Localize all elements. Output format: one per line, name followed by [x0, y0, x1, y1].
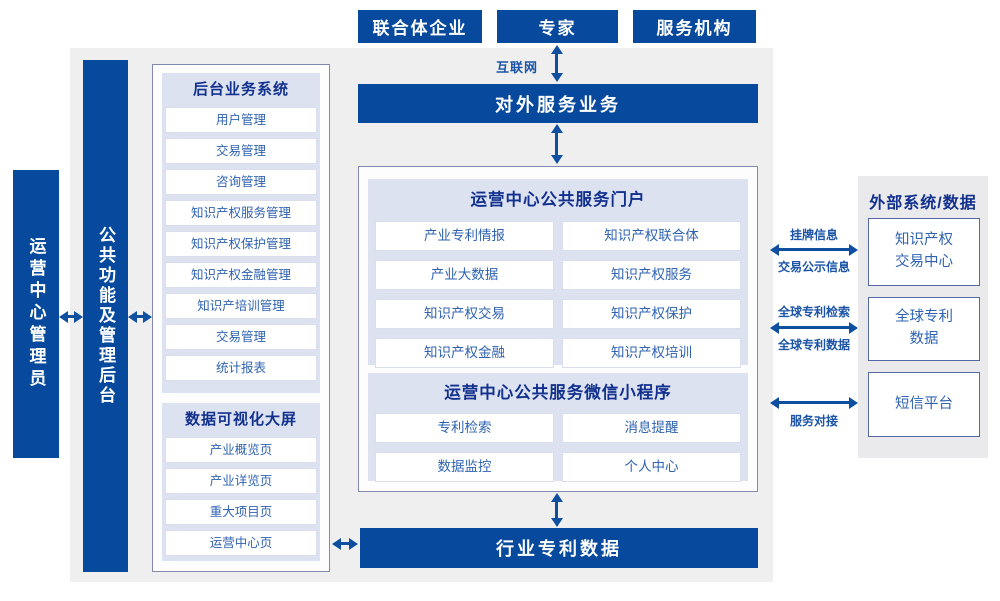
link-label-service-docking: 服务对接: [789, 414, 838, 428]
external-systems-title: 外部系统/数据: [869, 195, 977, 212]
miniprogram-item: 数据监控: [375, 452, 554, 482]
backend-item: 咨询管理: [165, 169, 317, 195]
portal-item: 知识产权保护: [562, 299, 741, 329]
backend-item: 交易管理: [165, 324, 317, 350]
portal-item: 产业专利情报: [375, 221, 554, 251]
link-label-global-patent-data: 全球专利数据: [777, 338, 850, 352]
dashboard-list: 产业概览页 产业详览页 重大项目页 运营中心页: [165, 437, 317, 556]
double-arrow-service-portal-icon: [555, 133, 558, 155]
actor-experts: 专家: [497, 10, 618, 43]
double-arrow-admin-backend-icon: [68, 315, 74, 318]
backend-item: 交易管理: [165, 138, 317, 164]
double-arrow-leftbox-patent-icon: [341, 542, 349, 545]
external-system-label: 全球专利 数据: [895, 309, 953, 347]
portal-items-grid: 产业专利情报 知识产权联合体 产业大数据 知识产权服务 知识产权交易 知识产权保…: [375, 221, 741, 368]
external-system-sms-platform: 短信平台: [868, 372, 980, 437]
external-system-label: 知识产权 交易中心: [895, 232, 953, 270]
dashboard-panel: 数据可视化大屏 产业概览页 产业详览页 重大项目页 运营中心页: [162, 403, 320, 561]
dashboard-title: 数据可视化大屏: [184, 411, 297, 428]
portal-item: 知识产权金融: [375, 338, 554, 368]
backend-system-list: 用户管理 交易管理 咨询管理 知识产权服务管理 知识产权保护管理 知识产权金融管…: [165, 107, 317, 381]
portal-item: 知识产权交易: [375, 299, 554, 329]
portal-title: 运营中心公共服务门户: [470, 191, 646, 209]
link-label-listing-info: 挂牌信息: [789, 228, 838, 242]
operation-center-admin-rail: 运营中心管理员: [13, 170, 59, 458]
miniprogram-item: 专利检索: [375, 413, 554, 443]
backend-item: 知识产权保护管理: [165, 231, 317, 257]
double-arrow-sms-icon: [779, 401, 849, 404]
actor-service-organizations: 服务机构: [633, 10, 756, 43]
double-arrow-ip-trading-icon: [779, 248, 849, 251]
miniprogram-items-grid: 专利检索 消息提醒 数据监控 个人中心: [375, 413, 741, 482]
dashboard-item: 重大项目页: [165, 499, 317, 525]
external-system-global-patent-data: 全球专利 数据: [868, 297, 980, 361]
double-arrow-global-patent-icon: [779, 326, 849, 329]
miniprogram-item: 消息提醒: [562, 413, 741, 443]
external-service-bar: 对外服务业务: [358, 84, 758, 123]
link-label-global-patent-search: 全球专利检索: [777, 305, 850, 319]
center-service-box: 运营中心公共服务门户 产业专利情报 知识产权联合体 产业大数据 知识产权服务 知…: [358, 166, 758, 492]
miniprogram-title: 运营中心公共服务微信小程序: [444, 384, 672, 402]
backend-item: 知识产权金融管理: [165, 262, 317, 288]
portal-item: 知识产权联合体: [562, 221, 741, 251]
backend-item: 统计报表: [165, 355, 317, 381]
double-arrow-patent-data-icon: [555, 502, 558, 518]
common-functions-backend-rail: 公共功能及管理后台: [83, 60, 128, 572]
miniprogram-item: 个人中心: [562, 452, 741, 482]
backend-item: 用户管理: [165, 107, 317, 133]
portal-item: 知识产权培训: [562, 338, 741, 368]
miniprogram-panel: 运营中心公共服务微信小程序 专利检索 消息提醒 数据监控 个人中心: [368, 373, 748, 482]
backend-system-panel: 后台业务系统 用户管理 交易管理 咨询管理 知识产权服务管理 知识产权保护管理 …: [162, 73, 320, 393]
dashboard-item: 产业详览页: [165, 468, 317, 494]
left-backend-box: 后台业务系统 用户管理 交易管理 咨询管理 知识产权服务管理 知识产权保护管理 …: [152, 64, 330, 572]
actor-consortium-enterprises: 联合体企业: [358, 10, 482, 43]
portal-item: 产业大数据: [375, 260, 554, 290]
backend-item: 知识产培训管理: [165, 293, 317, 319]
industry-patent-data-bar: 行业专利数据: [360, 528, 758, 568]
dashboard-item: 运营中心页: [165, 530, 317, 556]
double-arrow-internet-icon: [555, 54, 558, 73]
double-arrow-backend-leftbox-icon: [137, 315, 143, 318]
backend-item: 知识产权服务管理: [165, 200, 317, 226]
portal-panel: 运营中心公共服务门户 产业专利情报 知识产权联合体 产业大数据 知识产权服务 知…: [368, 179, 748, 368]
backend-system-title: 后台业务系统: [192, 81, 289, 98]
link-label-trade-publicity-info: 交易公示信息: [777, 260, 850, 274]
dashboard-item: 产业概览页: [165, 437, 317, 463]
external-system-ip-trading-center: 知识产权 交易中心: [868, 218, 980, 286]
external-system-label: 短信平台: [895, 395, 953, 412]
portal-item: 知识产权服务: [562, 260, 741, 290]
internet-label: 互联网: [496, 60, 539, 75]
